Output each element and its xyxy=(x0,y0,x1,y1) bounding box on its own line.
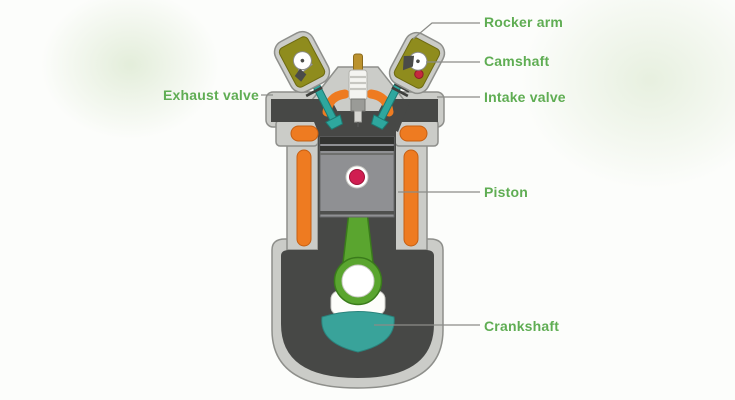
label-piston: Piston xyxy=(484,184,528,200)
label-rocker-arm: Rocker arm xyxy=(484,14,564,30)
rocker-arm-left xyxy=(294,68,307,82)
label-exhaust-valve: Exhaust valve xyxy=(163,87,259,103)
spark-plug xyxy=(348,53,368,127)
rocker-arm-right xyxy=(402,55,415,71)
coolant-pill-top-right xyxy=(399,125,428,142)
coolant-channel-left xyxy=(296,149,312,247)
cam-follower-red xyxy=(414,69,424,79)
exhaust-rocker-cover xyxy=(273,30,331,94)
connecting-rod xyxy=(333,211,383,306)
label-crankshaft: Crankshaft xyxy=(484,318,560,334)
piston-pin xyxy=(349,169,365,185)
intake-rocker-cover xyxy=(388,31,446,95)
coolant-pill-top-left xyxy=(290,125,319,142)
coolant-channel-right xyxy=(403,149,419,247)
crankshaft-counterweight xyxy=(321,311,395,353)
label-camshaft: Camshaft xyxy=(484,53,550,69)
label-intake-valve: Intake valve xyxy=(484,89,566,105)
rocker-arm-leader-line xyxy=(412,22,480,40)
piston xyxy=(319,136,395,218)
